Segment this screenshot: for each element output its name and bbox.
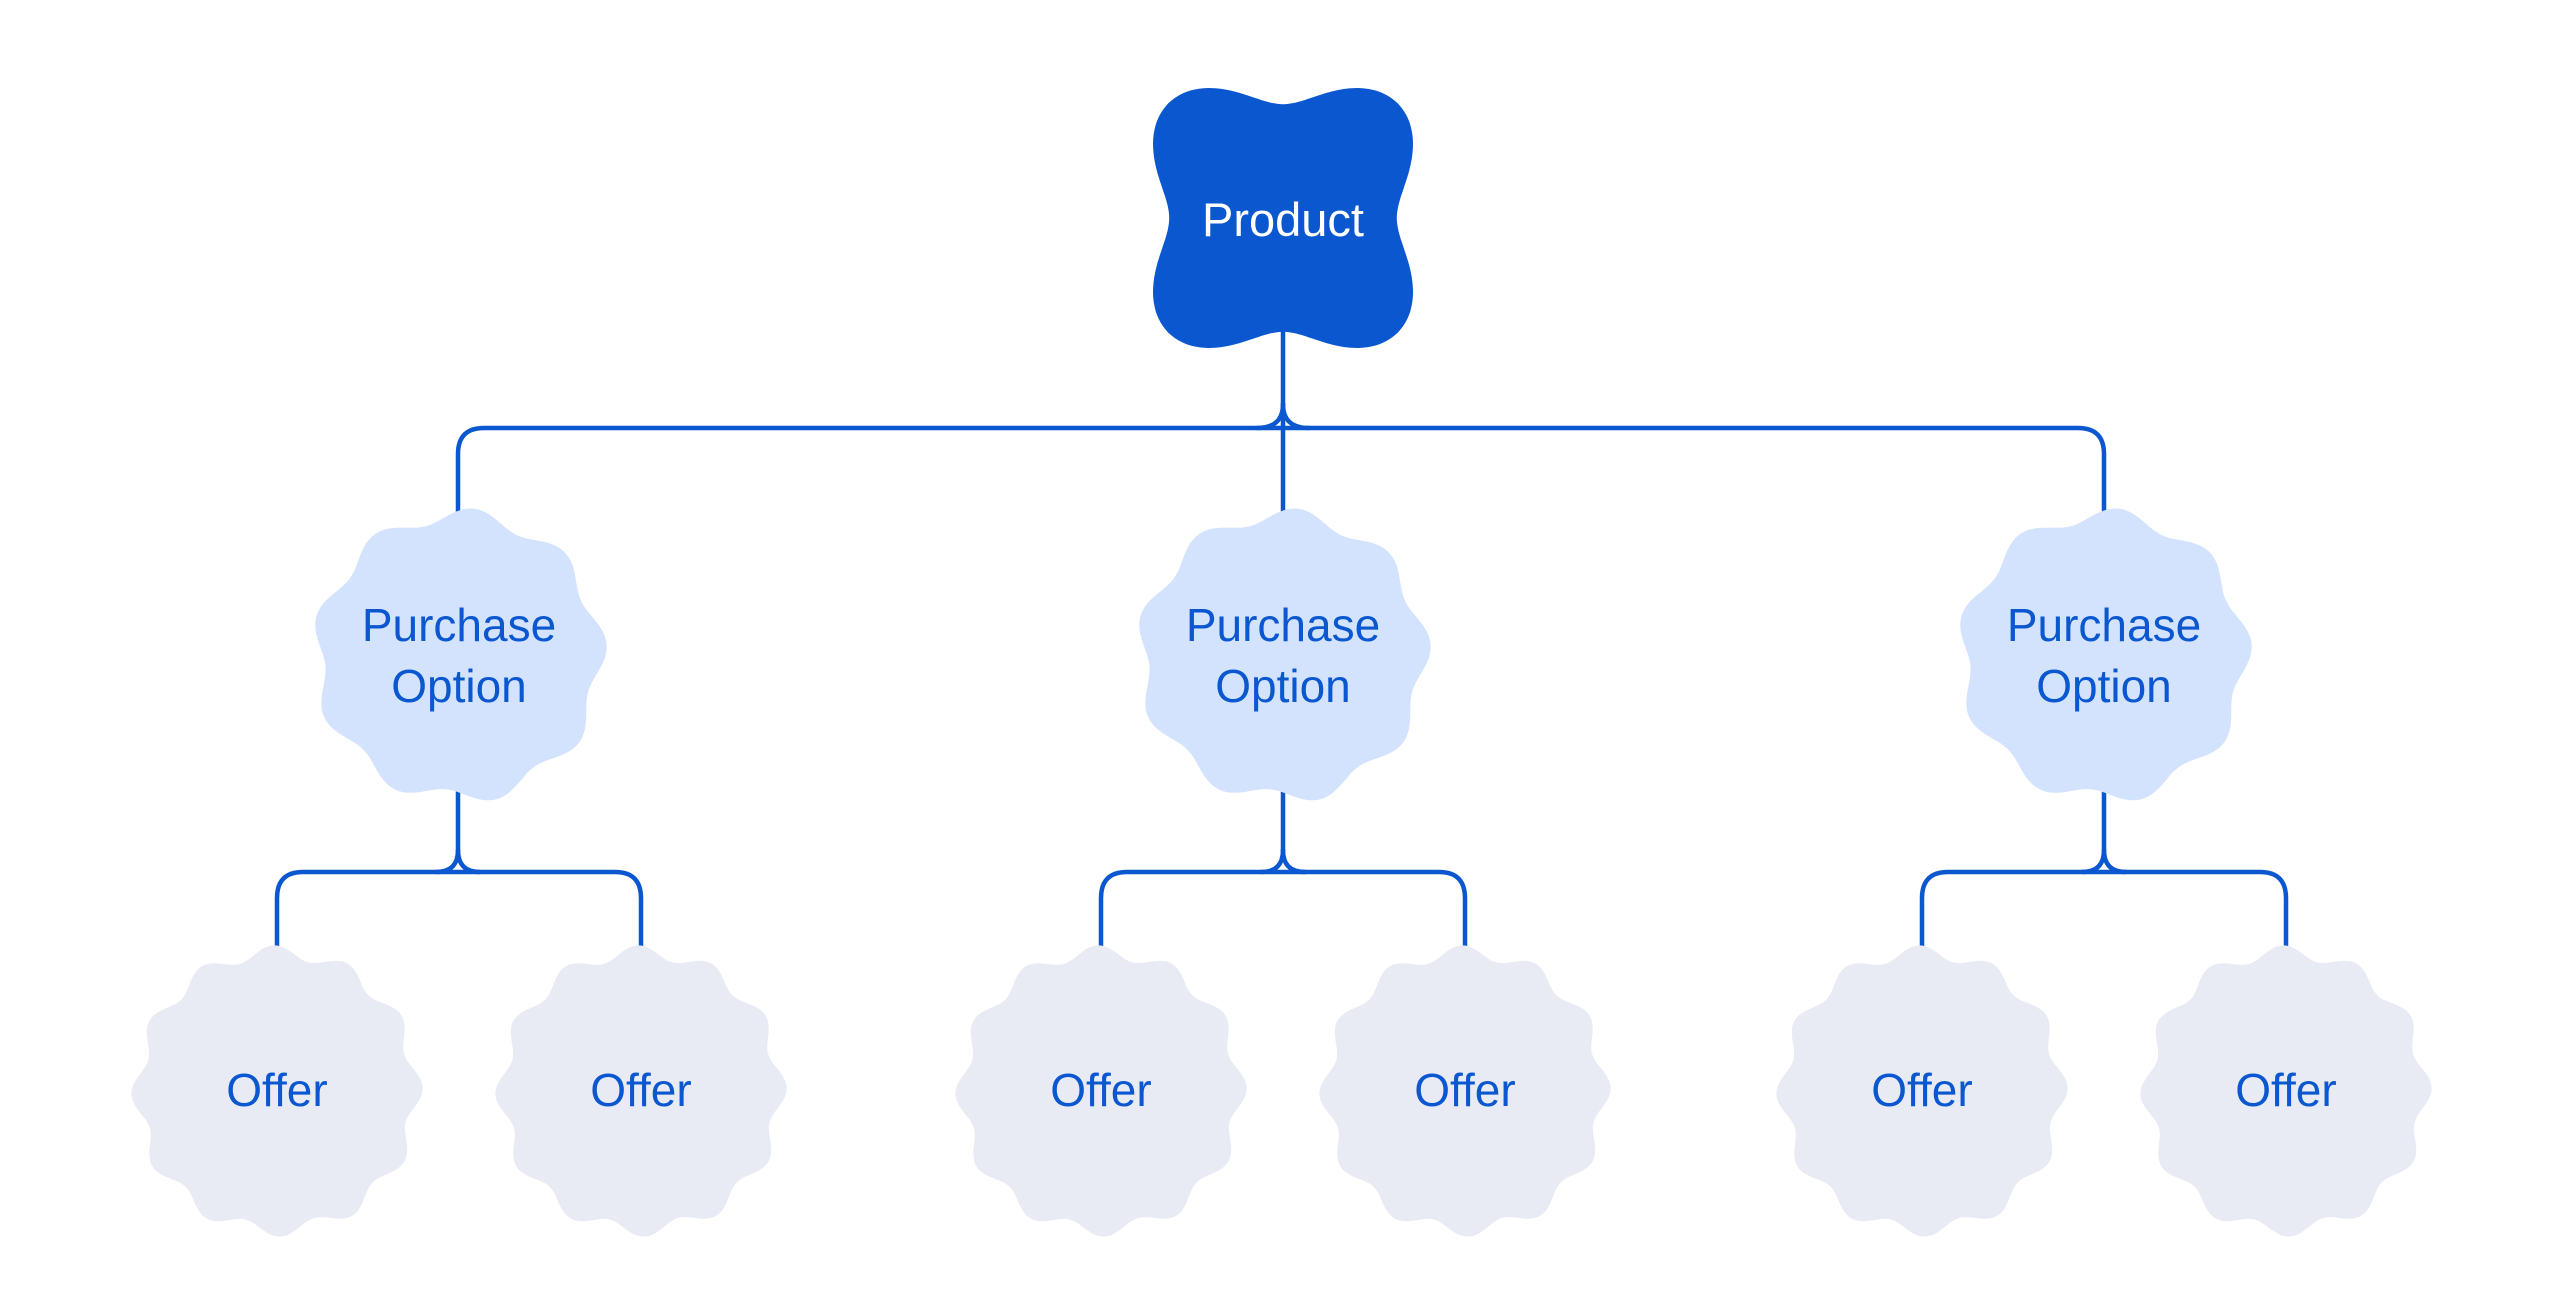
connector-po3-fillet-left <box>2079 847 2107 875</box>
offer-node-4 <box>1319 945 1611 1237</box>
nodes: Product Purchase Option Purchase Option … <box>131 88 2432 1237</box>
connector-po1-fillet-left <box>433 847 461 875</box>
purchase-option-3-label-line1: Purchase <box>2007 599 2201 651</box>
connector-level1-fillet-left <box>1254 401 1286 431</box>
product-node <box>1153 88 1413 348</box>
purchase-option-1-label-line2: Option <box>391 660 527 712</box>
offer-2-label: Offer <box>590 1064 691 1116</box>
offer-node-6 <box>2140 945 2432 1237</box>
connector-po3-fillet-right <box>2101 847 2129 875</box>
purchase-option-3-label-line2: Option <box>2036 660 2172 712</box>
purchase-option-node-2 <box>1139 508 1431 801</box>
offer-6-label: Offer <box>2235 1064 2336 1116</box>
offer-4-label: Offer <box>1414 1064 1515 1116</box>
connector-lines <box>274 327 2289 978</box>
offer-5-label: Offer <box>1871 1064 1972 1116</box>
purchase-option-1-label-line1: Purchase <box>362 599 556 651</box>
offer-node-1 <box>131 945 423 1237</box>
offer-3-label: Offer <box>1050 1064 1151 1116</box>
connector-po3-bracket <box>1919 869 2289 978</box>
offer-node-2 <box>495 945 787 1237</box>
connector-po2-bracket <box>1098 869 1468 978</box>
connector-po1-bracket <box>274 869 644 978</box>
connector-po1-fillet-right <box>455 847 483 875</box>
connector-po2-fillet-right <box>1280 847 1308 875</box>
purchase-option-node-3 <box>1960 508 2252 801</box>
offer-node-5 <box>1776 945 2068 1237</box>
offer-node-3 <box>955 945 1247 1237</box>
connector-level1-bracket <box>455 425 2107 543</box>
connector-po2-fillet-left <box>1258 847 1286 875</box>
product-node-label: Product <box>1202 193 1364 246</box>
offer-1-label: Offer <box>226 1064 327 1116</box>
purchase-option-node-1 <box>315 508 607 801</box>
connector-level1-fillet-right <box>1280 401 1312 431</box>
purchase-option-2-label-line2: Option <box>1215 660 1351 712</box>
purchase-option-2-label-line1: Purchase <box>1186 599 1380 651</box>
